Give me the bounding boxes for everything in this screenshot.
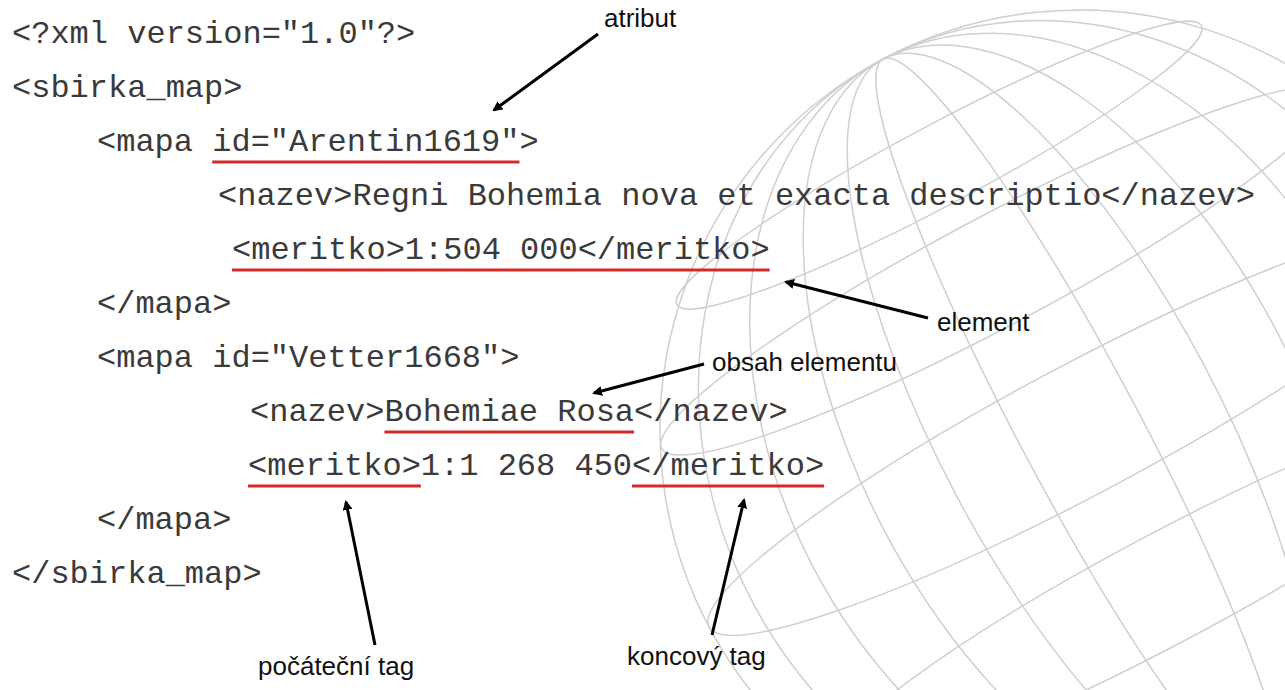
code-line: <mapa id="Vetter1668">	[97, 339, 519, 379]
annotation-label: element	[937, 306, 1030, 338]
code-line: <meritko>1:1 268 450</meritko>	[248, 447, 824, 487]
leader-arrow	[494, 34, 598, 110]
leader-arrow	[594, 364, 704, 393]
code-line: <nazev>Bohemiae Rosa</nazev>	[250, 393, 788, 433]
code-line: <meritko>1:504 000</meritko>	[232, 231, 770, 271]
code-line: </mapa>	[97, 285, 231, 325]
code-line: <sbirka_map>	[12, 69, 242, 109]
annotation-label: počáteční tag	[258, 650, 414, 682]
code-line: <?xml version="1.0"?>	[12, 15, 415, 55]
leader-arrow	[712, 500, 744, 635]
annotation-label: atribut	[604, 2, 676, 34]
leader-arrow	[346, 502, 375, 645]
code-line: <nazev>Regni Bohemia nova et exacta desc…	[218, 177, 1255, 217]
code-line: </sbirka_map>	[12, 555, 262, 595]
annotation-label: obsah elementu	[712, 346, 897, 378]
annotation-label: koncový tag	[627, 640, 766, 672]
leader-arrow	[786, 282, 928, 318]
code-line: <mapa id="Arentin1619">	[97, 123, 539, 163]
code-line: </mapa>	[97, 501, 231, 541]
